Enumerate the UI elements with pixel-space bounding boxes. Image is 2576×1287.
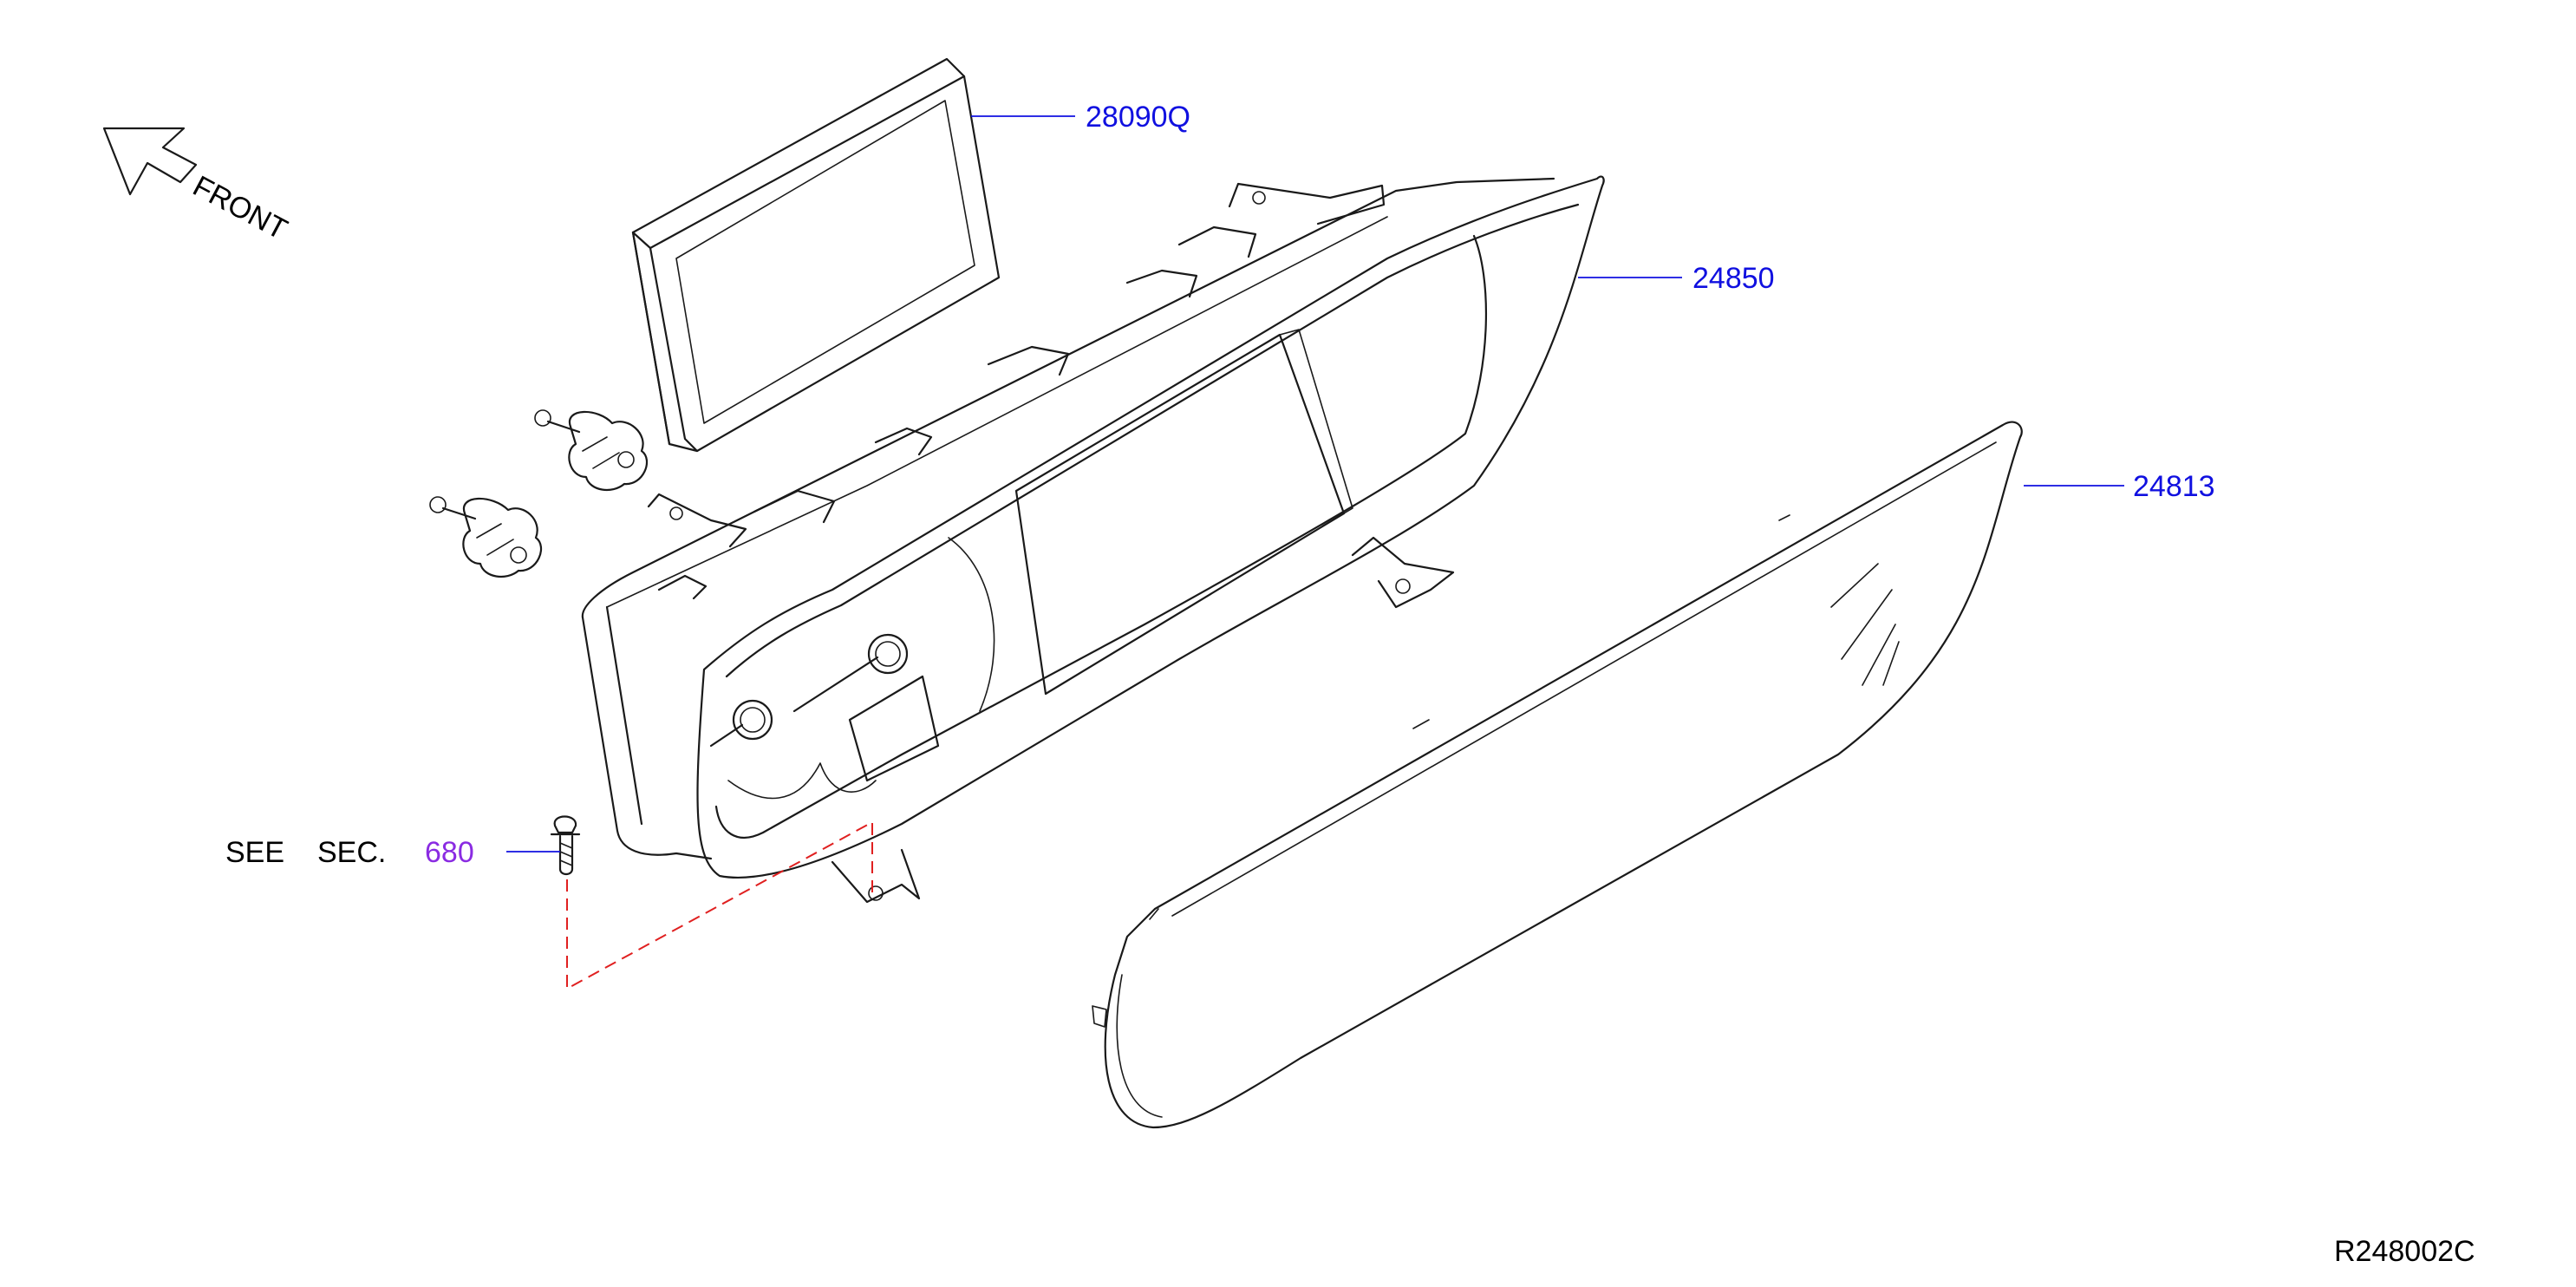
diagram-id: R248002C (2334, 1235, 2475, 1268)
bulb-socket-lower (429, 496, 543, 578)
display-unit (631, 57, 1001, 453)
callout-28090q[interactable]: 28090Q (1086, 101, 1190, 134)
bulb-socket-upper (534, 409, 649, 492)
cover-lens (1092, 421, 2023, 1129)
callout-24850[interactable]: 24850 (1692, 262, 1775, 295)
front-label: FRONT (187, 170, 292, 247)
front-arrow: FRONT (102, 127, 292, 247)
screw-install-guide (566, 820, 873, 990)
instrument-cluster (581, 175, 1605, 904)
mounting-screw (550, 815, 581, 876)
see-label: SEE (225, 836, 284, 869)
callout-24813[interactable]: 24813 (2133, 470, 2215, 503)
section-ref-680[interactable]: 680 (425, 836, 474, 869)
arrow-up-left-icon (102, 127, 198, 196)
sec-label: SEC. (317, 836, 386, 869)
